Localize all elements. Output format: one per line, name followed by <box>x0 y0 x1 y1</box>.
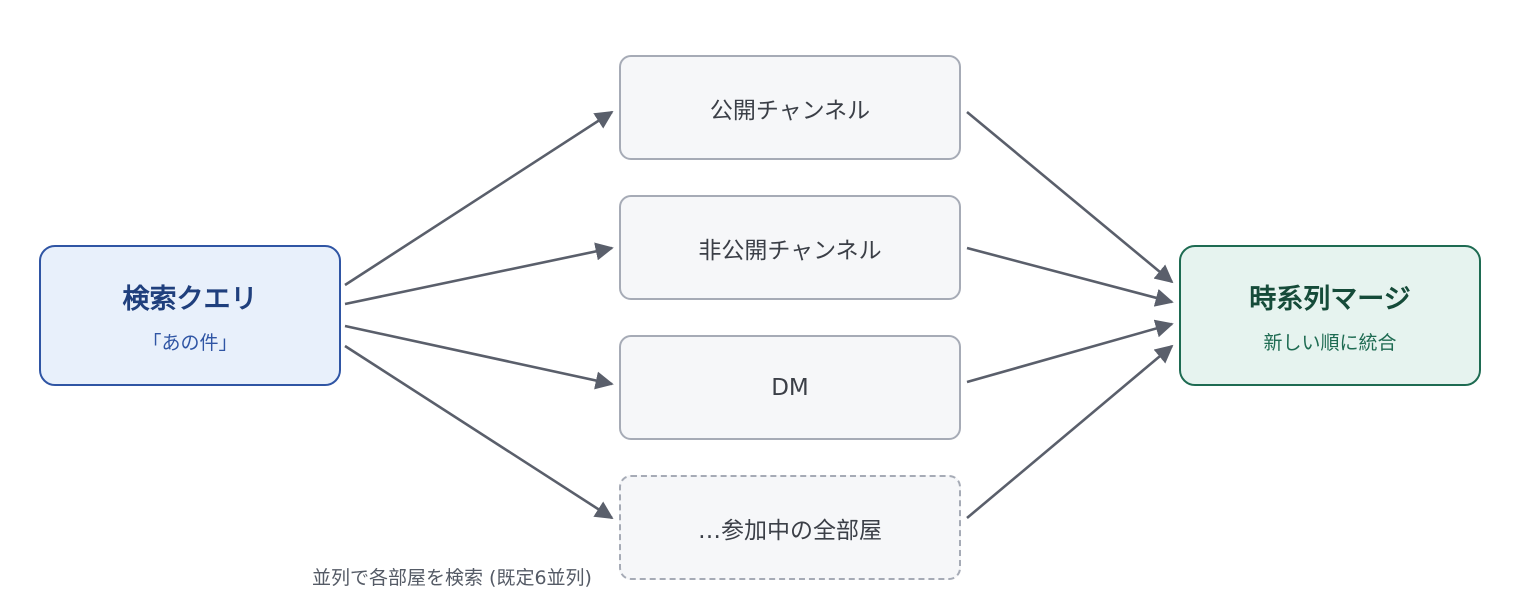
all-joined-rooms-node: …参加中の全部屋 <box>619 475 961 580</box>
public-channel-label: 公開チャンネル <box>709 97 871 124</box>
edge-dm-to-merge <box>966 319 1174 384</box>
edge-query-to-dm <box>344 324 614 390</box>
search-query-title: 検索クエリ <box>122 283 258 315</box>
chronological-merge-subtitle: 新しい順に統合 <box>1263 331 1397 354</box>
public-channel-node: 公開チャンネル <box>619 55 961 160</box>
search-query-node: 検索クエリ 「あの件」 <box>39 245 341 386</box>
edge-query-to-all-rooms <box>344 344 614 520</box>
chronological-merge-title: 時系列マージ <box>1249 283 1411 315</box>
edge-all-rooms-to-merge <box>966 344 1174 519</box>
edge-query-to-public <box>344 110 614 287</box>
private-channel-label: 非公開チャンネル <box>698 237 882 264</box>
dm-label: DM <box>771 374 809 401</box>
edge-private-to-merge <box>966 246 1174 307</box>
edge-public-to-merge <box>966 110 1174 284</box>
parallel-search-edge-label: 並列で各部屋を検索 (既定6並列) <box>312 566 594 590</box>
dm-node: DM <box>619 335 961 440</box>
private-channel-node: 非公開チャンネル <box>619 195 961 300</box>
chronological-merge-node: 時系列マージ 新しい順に統合 <box>1179 245 1481 386</box>
search-query-subtitle: 「あの件」 <box>142 331 238 354</box>
all-joined-rooms-label: …参加中の全部屋 <box>698 517 882 544</box>
edge-query-to-private <box>344 242 614 306</box>
